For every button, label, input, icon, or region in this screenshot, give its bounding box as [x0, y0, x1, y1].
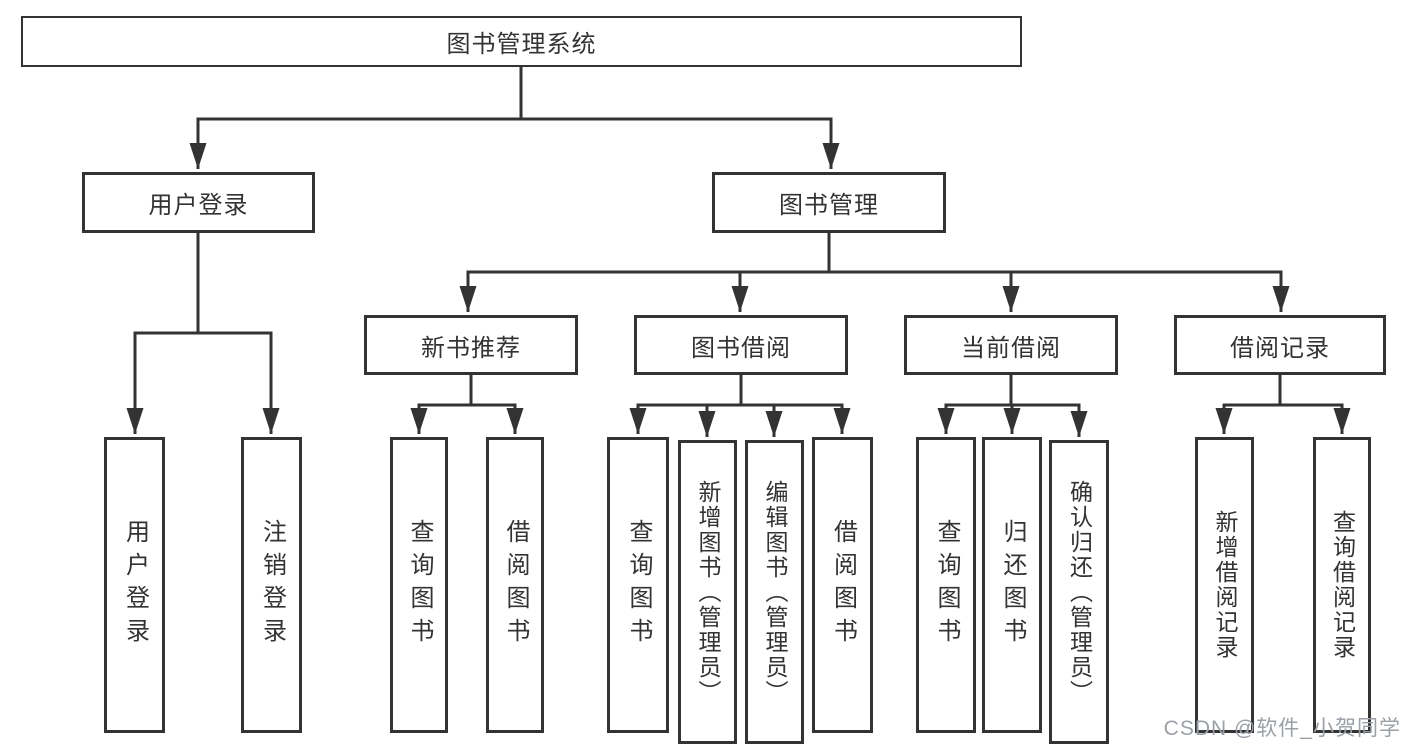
leaf-edit-books-admin: 编辑图书（管理员） — [745, 440, 804, 744]
leaf-add-borrow-record-label: 新增借阅记录 — [1212, 510, 1238, 660]
leaf-recommend-borrow-books-label: 借阅图书 — [502, 519, 529, 651]
node-new-book-recommend-label: 新书推荐 — [421, 334, 521, 362]
leaf-borrowing-borrow-books: 借阅图书 — [812, 437, 873, 733]
leaf-logout-label: 注销登录 — [258, 519, 286, 651]
connector-borrowing-records-to-leaves — [1215, 375, 1351, 434]
connector-user-login-to-leaves — [126, 233, 280, 434]
node-book-management-label: 图书管理 — [779, 192, 879, 219]
leaf-borrowing-borrow-books-label: 借阅图书 — [829, 519, 857, 651]
leaf-query-borrow-record-label: 查询借阅记录 — [1329, 510, 1356, 660]
node-new-book-recommend: 新书推荐 — [364, 315, 578, 375]
node-user-login: 用户登录 — [82, 172, 315, 233]
leaf-edit-books-admin-label: 编辑图书（管理员） — [762, 479, 788, 705]
leaf-return-books-label: 归还图书 — [999, 519, 1026, 651]
leaf-borrowing-query-books-label: 查询图书 — [625, 519, 652, 651]
leaf-add-borrow-record: 新增借阅记录 — [1195, 437, 1254, 733]
leaf-recommend-query-books-label: 查询图书 — [406, 519, 433, 651]
leaf-return-books: 归还图书 — [982, 437, 1042, 733]
leaf-recommend-query-books: 查询图书 — [390, 437, 448, 733]
leaf-current-query-books-label: 查询图书 — [933, 519, 960, 651]
leaf-add-books-admin: 新增图书（管理员） — [678, 440, 737, 744]
node-book-borrowing-label: 图书借阅 — [691, 334, 791, 362]
node-root: 图书管理系统 — [21, 16, 1022, 67]
node-current-borrowing: 当前借阅 — [904, 315, 1118, 375]
leaf-borrowing-query-books: 查询图书 — [607, 437, 669, 733]
leaf-confirm-return-admin: 确认归还（管理员） — [1049, 440, 1109, 744]
node-root-label: 图书管理系统 — [446, 31, 597, 58]
leaf-recommend-borrow-books: 借阅图书 — [486, 437, 544, 733]
leaf-logout: 注销登录 — [241, 437, 302, 733]
connector-root-to-level2 — [189, 67, 840, 169]
node-book-borrowing: 图书借阅 — [634, 315, 848, 375]
node-book-management: 图书管理 — [712, 172, 946, 233]
leaf-user-login: 用户登录 — [104, 437, 165, 733]
node-current-borrowing-label: 当前借阅 — [961, 334, 1061, 362]
leaf-add-books-admin-label: 新增图书（管理员） — [695, 479, 721, 705]
connector-book-management-to-level3 — [459, 233, 1290, 312]
connector-current-borrowing-to-leaves — [937, 375, 1088, 437]
leaf-query-borrow-record: 查询借阅记录 — [1313, 437, 1371, 733]
leaf-confirm-return-admin-label: 确认归还（管理员） — [1066, 479, 1093, 705]
node-borrowing-records: 借阅记录 — [1174, 315, 1386, 375]
leaf-user-login-label: 用户登录 — [121, 519, 149, 651]
leaf-current-query-books: 查询图书 — [916, 437, 976, 733]
node-borrowing-records-label: 借阅记录 — [1230, 334, 1330, 362]
node-user-login-label: 用户登录 — [148, 192, 249, 219]
connector-book-borrowing-to-leaves — [629, 375, 851, 437]
connector-new-book-recommend-to-leaves — [410, 375, 524, 434]
csdn-watermark: CSDN @软件_小贺同学 — [1163, 717, 1401, 740]
